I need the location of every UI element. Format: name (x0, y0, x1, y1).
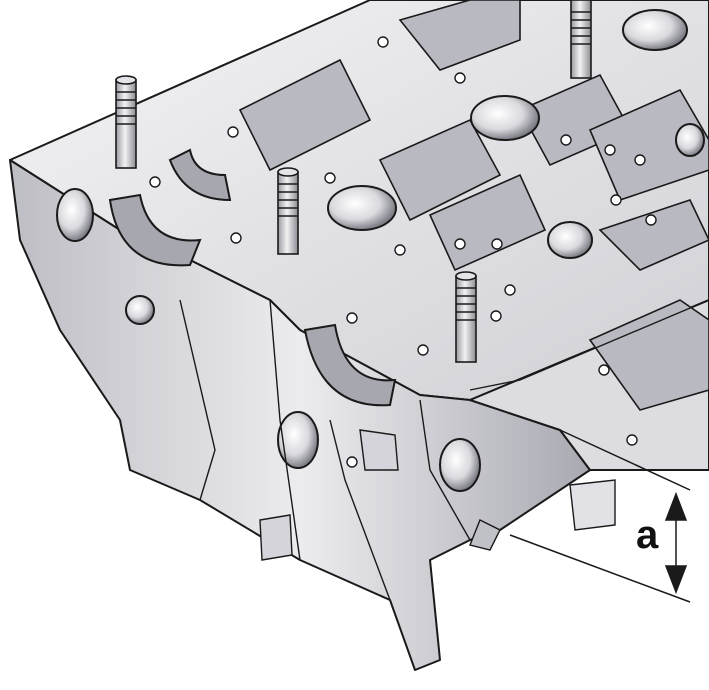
port-holes (56, 9, 705, 492)
bolt-hole (604, 144, 616, 156)
stud-4 (570, 0, 592, 79)
dimension-label: a (636, 513, 659, 557)
cavity-5 (588, 88, 709, 201)
port-hole-3 (622, 9, 688, 51)
bolt-hole (227, 126, 239, 138)
extension-line-bottom (509, 534, 691, 603)
port-hole-9 (125, 295, 155, 325)
port-hole-8 (675, 123, 705, 157)
bolt-hole (626, 434, 638, 446)
bolt-hole (610, 194, 622, 206)
bolt-hole (324, 172, 336, 184)
port-hole-7 (439, 438, 481, 492)
bolt-hole (560, 134, 572, 146)
cavity-7 (598, 199, 709, 271)
cavity-6 (398, 0, 521, 71)
bearing-saddles (108, 148, 397, 407)
bolt-hole (598, 364, 610, 376)
bolt-hole (454, 72, 466, 84)
bolt-hole (491, 238, 503, 250)
bolt-hole (377, 36, 389, 48)
bolt-hole (454, 238, 466, 250)
bolt-hole (346, 312, 358, 324)
port-hole-2 (470, 95, 540, 141)
bolt-hole (230, 232, 242, 244)
arrow-up (664, 491, 688, 521)
bolt-hole (149, 176, 161, 188)
bolt-hole (645, 214, 657, 226)
bolt-hole (394, 244, 406, 256)
cavity-8 (588, 299, 709, 411)
studs (115, 0, 592, 363)
bolt-hole (490, 310, 502, 322)
saddle-1 (108, 193, 202, 267)
extension-line-top (559, 429, 691, 491)
stud-3 (455, 271, 477, 363)
cavity-2 (378, 118, 502, 222)
deck-cavities (238, 0, 709, 411)
port-hole-1 (327, 185, 397, 231)
saddle-3 (168, 148, 232, 202)
dimension-a (509, 429, 691, 603)
bolt-hole (417, 344, 429, 356)
port-hole-5 (56, 188, 94, 242)
stud-2 (277, 167, 299, 255)
face-details (19, 239, 709, 601)
port-hole-6 (277, 411, 319, 469)
bolt-hole (504, 284, 516, 296)
bolt-hole (634, 154, 646, 166)
saddle-2 (303, 323, 397, 407)
bolt-hole (346, 456, 358, 468)
stud-1 (115, 75, 137, 169)
cavity-1 (238, 58, 372, 172)
port-hole-4 (547, 221, 593, 259)
arrow-down (664, 565, 688, 595)
